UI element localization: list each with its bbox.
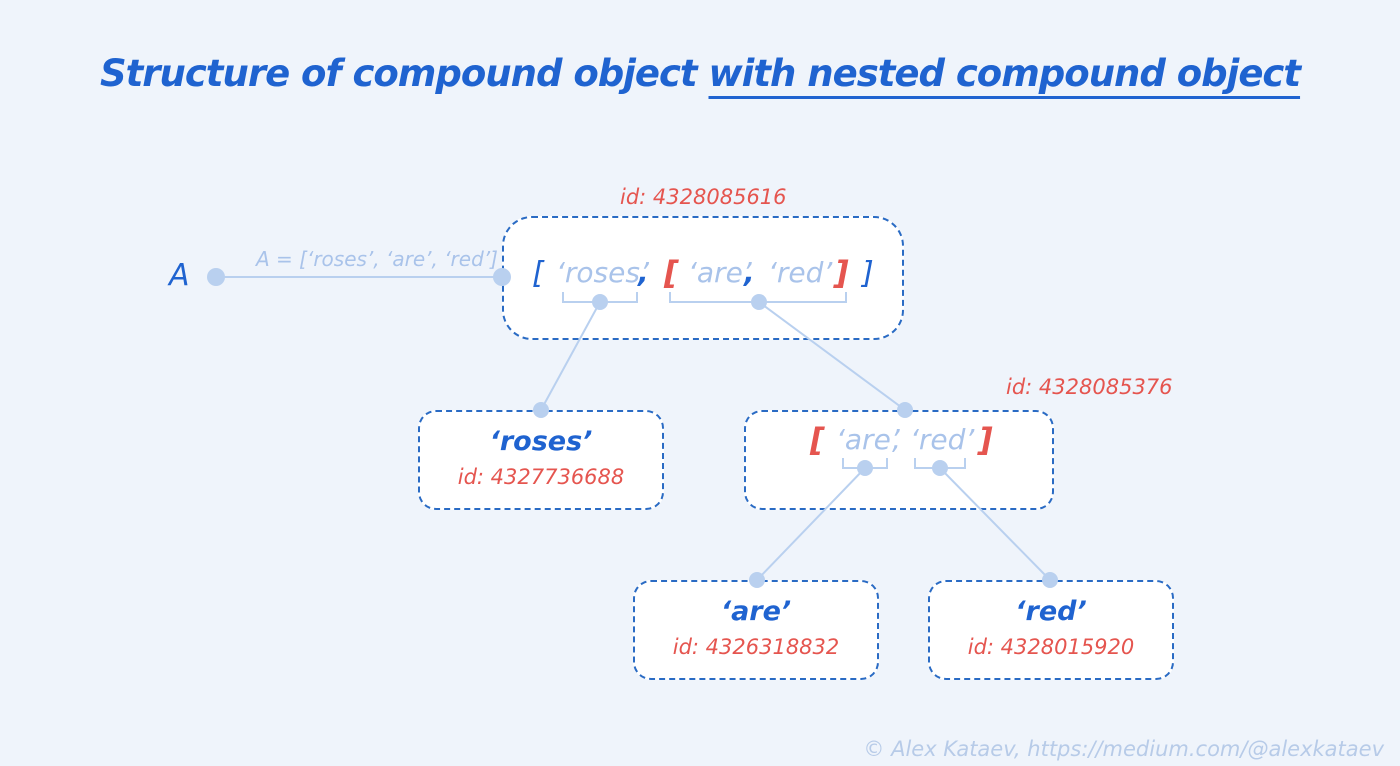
inner-list-box [744, 410, 1054, 510]
outer-nested-item-are: ‘are’ [688, 256, 752, 289]
copyright-notice: © Alex Kataev, https://medium.com/@alexk… [863, 737, 1384, 761]
edge-are [756, 467, 866, 581]
dot-outer-entry [493, 268, 511, 286]
outer-comma: , [638, 256, 649, 289]
outer-close-bracket: ] [862, 256, 874, 291]
outer-item-roses: ‘roses’ [556, 256, 649, 289]
outer-nested-open-bracket: [ [664, 254, 679, 292]
inner-item-are: ‘are’ [836, 423, 900, 456]
are-id: id: 4326318832 [672, 635, 840, 659]
dot-a [207, 268, 225, 286]
dot-inner-red [932, 460, 948, 476]
outer-open-bracket: [ [532, 256, 544, 291]
inner-comma: , [892, 423, 901, 456]
title-part-2: with nested compound object [708, 52, 1302, 95]
dot-outer-nested [751, 294, 767, 310]
assignment-label: A = [‘roses’, ‘are’, ‘red’] [256, 247, 498, 271]
inner-close-bracket: ] [978, 421, 993, 459]
inner-list-id: id: 4328085376 [1006, 375, 1173, 399]
roses-value: ‘roses’ [489, 426, 593, 457]
inner-item-red: ‘red’ [910, 423, 975, 456]
variable-name: A [169, 258, 190, 293]
red-id: id: 4328015920 [967, 635, 1135, 659]
roses-id: id: 4327736688 [457, 465, 625, 489]
red-value: ‘red’ [1015, 596, 1087, 627]
dot-inner-are [857, 460, 873, 476]
dot-red-entry [1042, 572, 1058, 588]
dot-roses-entry [533, 402, 549, 418]
are-object-box [633, 580, 879, 680]
outer-nested-item-red: ‘red’ [768, 256, 833, 289]
dot-outer-roses [592, 294, 608, 310]
inner-open-bracket: [ [810, 421, 825, 459]
diagram-title: Structure of compound object with nested… [0, 52, 1400, 95]
edge-red [939, 467, 1051, 581]
dot-inner-entry [897, 402, 913, 418]
edge-inner-list [758, 301, 906, 411]
edge-roses [540, 301, 601, 411]
title-part-1: Structure of compound object [99, 52, 709, 95]
are-value: ‘are’ [720, 596, 792, 627]
dot-are-entry [749, 572, 765, 588]
outer-list-id: id: 4328085616 [620, 185, 787, 209]
outer-nested-close-bracket: ] [834, 254, 849, 292]
outer-nested-comma: , [744, 256, 755, 289]
